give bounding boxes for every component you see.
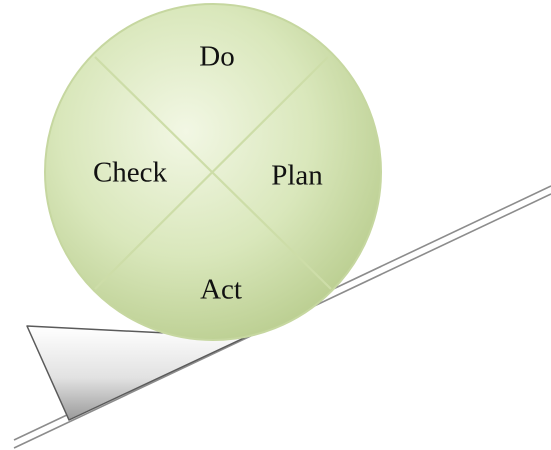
wheel-divider-2	[94, 56, 329, 290]
label-act: Act	[200, 274, 242, 306]
label-do: Do	[199, 41, 234, 73]
pdca-wheel: Do Plan Act Check	[44, 3, 382, 341]
label-plan: Plan	[271, 160, 323, 192]
wedge-chock	[26, 325, 247, 421]
label-check: Check	[93, 157, 168, 189]
